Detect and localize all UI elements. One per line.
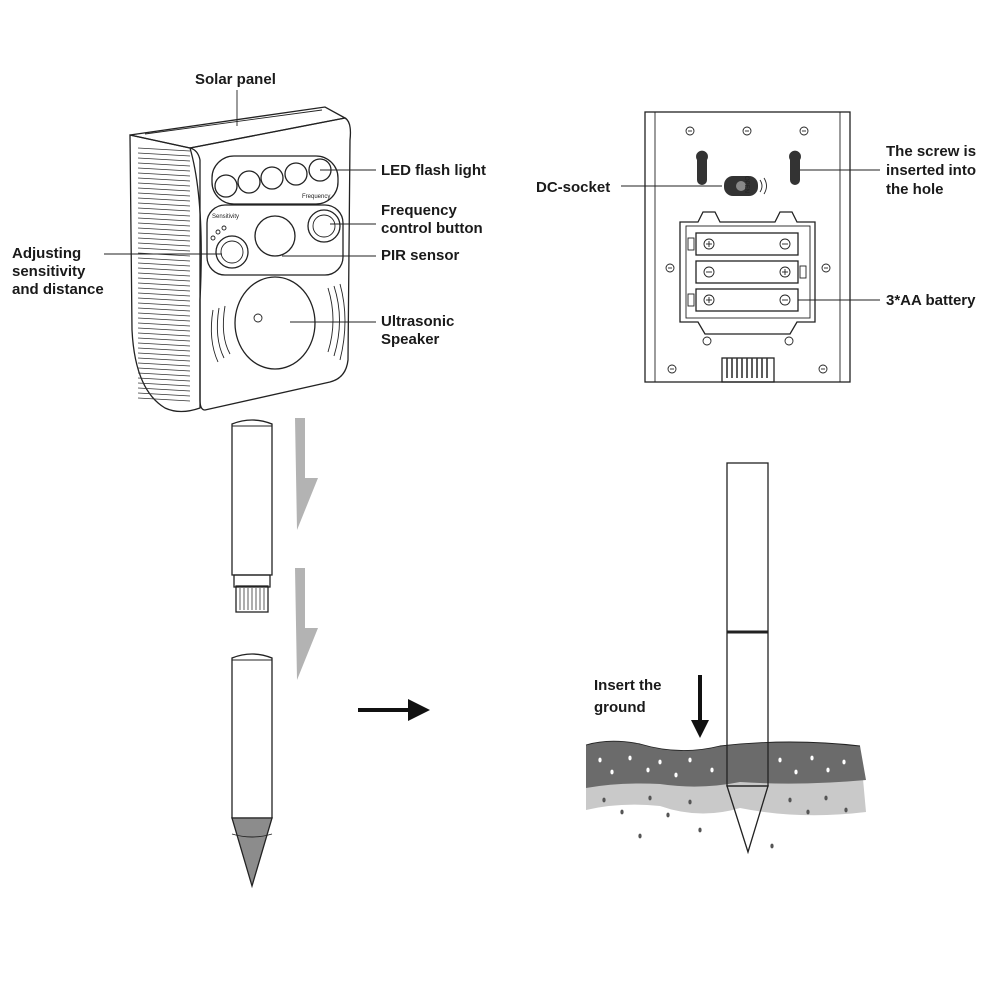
sensitivity-knob — [210, 225, 249, 269]
ultrasonic-speaker — [210, 276, 346, 370]
arrow-right-icon — [358, 699, 430, 721]
solar-panel — [137, 147, 191, 402]
gray-arrow-down-2 — [295, 568, 318, 680]
mounting-screws — [665, 126, 831, 374]
stake-upper-tube — [231, 419, 273, 613]
label-insert-line1: Insert the — [594, 677, 662, 694]
label-ultrasonic-line1: Ultrasonic — [381, 313, 454, 330]
back-vent — [721, 357, 775, 383]
stake-lower-spike — [231, 653, 273, 889]
insert-arrow-down-icon — [691, 675, 709, 738]
stake-in-ground — [726, 462, 769, 855]
dc-socket: OPEN — [724, 176, 767, 196]
back-callouts — [621, 169, 880, 301]
aa-battery-1 — [687, 232, 799, 256]
assembly-arrows — [295, 418, 318, 680]
label-frequency-line1: Frequency — [381, 202, 458, 219]
frequency-marking: Frequency — [302, 194, 330, 200]
label-dc-socket: DC-socket — [536, 179, 610, 196]
keyhole-slots — [696, 150, 801, 185]
gray-arrow-down-1 — [295, 418, 318, 530]
aa-battery-3 — [687, 288, 799, 312]
open-marking: OPEN — [743, 176, 749, 193]
label-adjusting-line3: and distance — [12, 281, 104, 298]
label-screw-line2: inserted into — [886, 162, 976, 179]
label-pir-sensor: PIR sensor — [381, 247, 460, 264]
label-adjusting-line1: Adjusting — [12, 245, 81, 262]
label-solar-panel: Solar panel — [195, 71, 276, 88]
aa-battery-2 — [695, 260, 807, 284]
led-flash-light — [211, 155, 339, 205]
ground-soil — [585, 740, 866, 849]
label-led-flash-light: LED flash light — [381, 162, 486, 179]
label-screw-line1: The screw is — [886, 143, 976, 160]
pir-sensor — [254, 215, 296, 257]
battery-compartment — [679, 211, 816, 346]
device-back: OPEN — [644, 111, 851, 383]
frequency-knob — [307, 209, 341, 243]
sensitivity-marking: Sensitivity — [212, 214, 239, 220]
label-screw-line3: the hole — [886, 181, 944, 198]
label-adjusting-line2: sensitivity — [12, 263, 86, 280]
label-frequency-line2: control button — [381, 220, 483, 237]
device-front: Sensitivity Frequency — [129, 106, 352, 413]
label-insert-line2: ground — [594, 699, 646, 716]
label-ultrasonic-line2: Speaker — [381, 331, 440, 348]
front-callouts — [104, 90, 376, 323]
label-battery: 3*AA battery — [886, 292, 976, 309]
